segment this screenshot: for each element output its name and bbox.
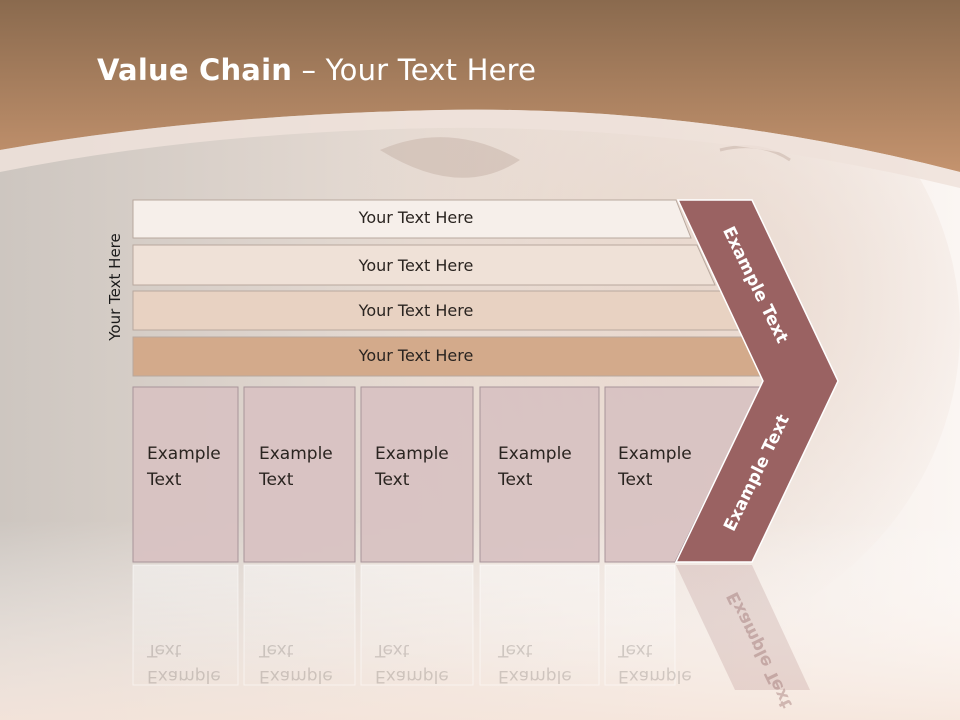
row-label-4: Your Text Here [358, 346, 474, 365]
column-reflection-text-5-line2: Text [618, 640, 653, 660]
column-box-2 [243, 386, 356, 563]
row-label-1: Your Text Here [358, 208, 474, 227]
column-reflection-text-1: Example Text [147, 637, 221, 689]
row-band-2 [132, 244, 716, 286]
column-text-1-line2: Text [147, 470, 182, 490]
column-text-3: Example Text [375, 441, 449, 493]
column-reflection-2 [243, 564, 356, 686]
column-reflection-text-4: Example Text [498, 637, 572, 689]
column-reflection-text-2-line1: Example [259, 666, 333, 686]
column-text-1: Example Text [147, 441, 221, 493]
column-reflection-1 [132, 564, 239, 686]
column-text-1-line1: Example [147, 444, 221, 464]
column-box-5 [604, 386, 762, 563]
row-label-3: Your Text Here [358, 301, 474, 320]
arrow-chevron [674, 199, 839, 563]
column-reflection-3 [360, 564, 474, 686]
title-bold: Value Chain [97, 53, 293, 87]
arrow-reflection [676, 565, 810, 690]
column-reflection-text-4-line2: Text [498, 640, 533, 660]
column-reflection-text-3: Example Text [375, 637, 449, 689]
column-reflection-text-5-line1: Example [618, 666, 692, 686]
column-reflection-text-4-line1: Example [498, 666, 572, 686]
column-text-2: Example Text [259, 441, 333, 493]
row-band-1 [132, 199, 692, 239]
column-text-4-line1: Example [498, 444, 572, 464]
column-text-5-line2: Text [618, 470, 653, 490]
column-text-4-line2: Text [498, 470, 533, 490]
column-text-5: Example Text [618, 441, 692, 493]
column-reflection-text-2: Example Text [259, 637, 333, 689]
column-text-5-line1: Example [618, 444, 692, 464]
row-label-2: Your Text Here [358, 256, 474, 275]
column-box-1 [132, 386, 239, 563]
column-text-4: Example Text [498, 441, 572, 493]
column-text-3-line2: Text [375, 470, 410, 490]
column-reflection-text-5: Example Text [618, 637, 692, 689]
column-reflection-4 [479, 564, 600, 686]
column-reflection-text-1-line1: Example [147, 666, 221, 686]
column-box-3 [360, 386, 474, 563]
column-text-3-line1: Example [375, 444, 449, 464]
column-reflection-text-3-line1: Example [375, 666, 449, 686]
column-reflection-5 [604, 564, 676, 686]
column-box-4 [479, 386, 600, 563]
column-text-2-line1: Example [259, 444, 333, 464]
column-reflection-text-1-line2: Text [147, 640, 182, 660]
slide-title: Value Chain – Your Text Here [97, 53, 536, 87]
title-rest: – Your Text Here [292, 53, 537, 87]
column-reflection-text-3-line2: Text [375, 640, 410, 660]
column-reflection-text-2-line2: Text [259, 640, 294, 660]
column-text-2-line2: Text [259, 470, 294, 490]
